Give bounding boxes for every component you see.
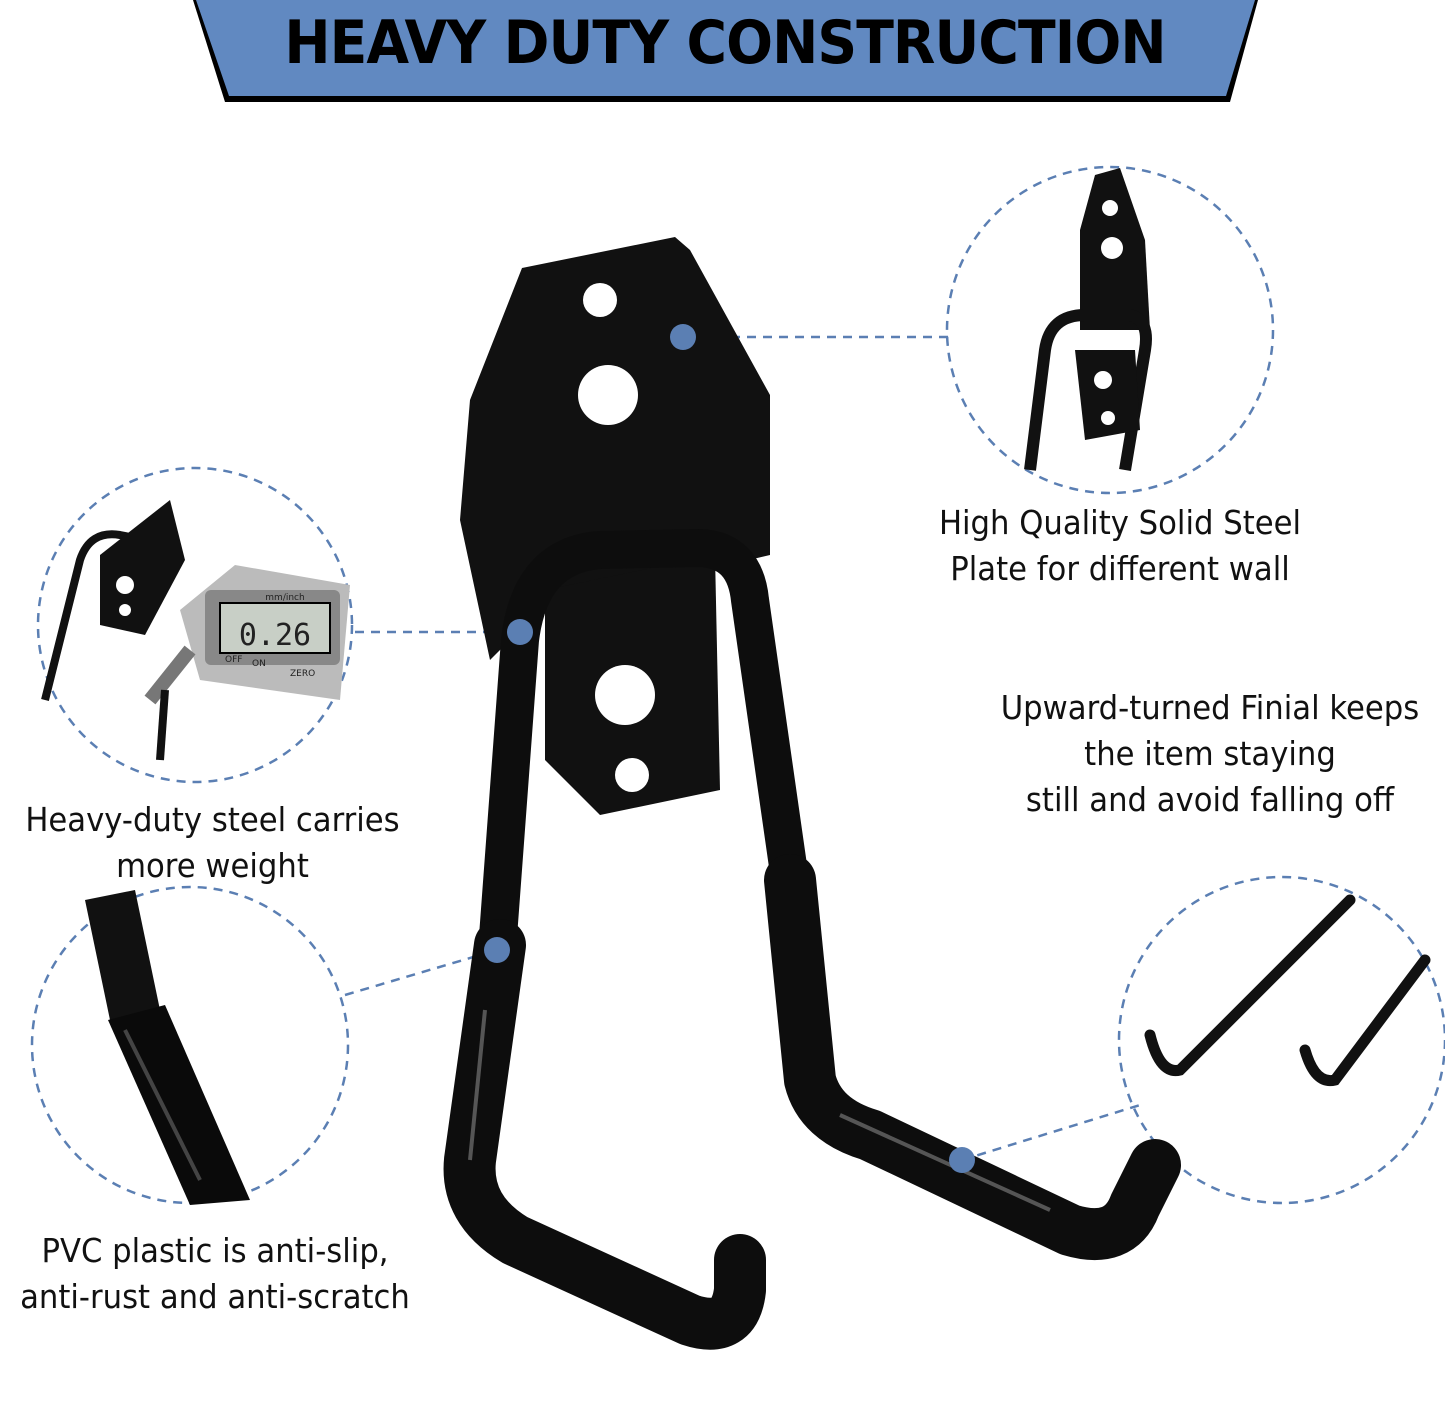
plate-detail-image [1024, 168, 1152, 471]
detail-circle-caliper [36, 466, 354, 784]
callout-dot-steel [507, 619, 533, 645]
caliper-on-label: ON [252, 659, 266, 669]
caption-steel: Heavy-duty steel carries more weight [15, 797, 410, 889]
pvc-detail-image [85, 890, 250, 1205]
leader-line-finial [961, 1103, 1141, 1162]
caption-plate: High Quality Solid Steel Plate for diffe… [915, 500, 1324, 592]
caption-pvc: PVC plastic is anti-slip, anti-rust and … [15, 1228, 415, 1320]
caption-line: Upward-turned Finial keeps [1000, 688, 1420, 727]
caption-line: the item staying [1084, 734, 1336, 773]
caption-line: more weight [116, 846, 309, 885]
caption-line: anti-rust and anti-scratch [20, 1277, 410, 1316]
caliper-reading: 0.26 [239, 618, 311, 653]
caption-finial: Upward-turned Finial keeps the item stay… [978, 685, 1443, 823]
banner-background [196, 0, 1255, 96]
callout-dot-finial [949, 1147, 975, 1173]
caliper-off-label: OFF [225, 655, 242, 665]
caption-line: still and avoid falling off [1025, 780, 1395, 819]
caption-line: Plate for different wall [950, 549, 1290, 588]
caliper-unit-label: mm/inch [265, 593, 304, 603]
leader-line-pvc [344, 948, 498, 997]
caliper-detail-image [41, 500, 350, 761]
caliper-zero-label: ZERO [290, 669, 315, 679]
caption-line: PVC plastic is anti-slip, [41, 1231, 389, 1270]
banner-title: HEAVY DUTY CONSTRUCTION [284, 8, 1166, 78]
caption-line: High Quality Solid Steel [938, 503, 1302, 542]
callout-dot-plate [670, 324, 696, 350]
finial-detail-image [1144, 894, 1431, 1087]
caption-line: Heavy-duty steel carries [25, 800, 400, 839]
callout-dot-pvc [484, 937, 510, 963]
detail-circle-plate [945, 165, 1275, 495]
